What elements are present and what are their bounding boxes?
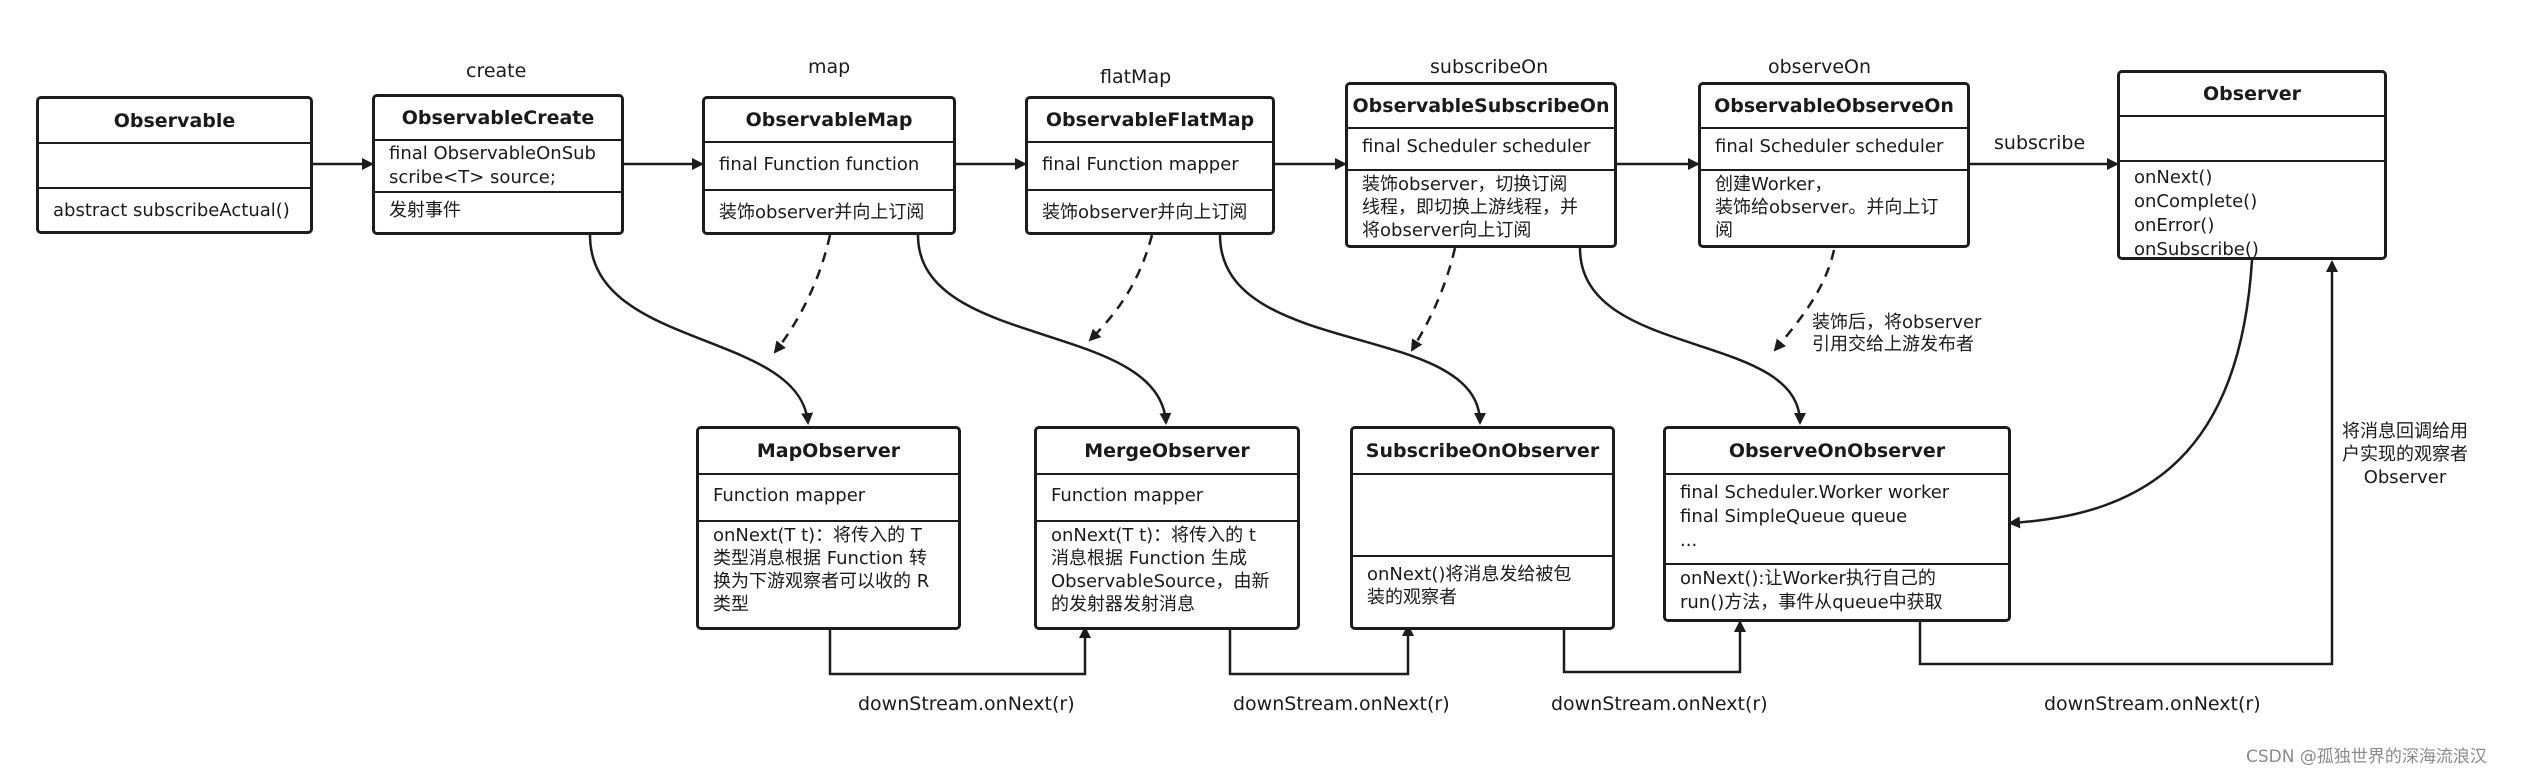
box-merge-observer: MergeObserver Function mapper onNext(T t… bbox=[1034, 426, 1300, 630]
curve-subscribeon-to-observeonobserver bbox=[1578, 247, 1806, 425]
box-observable-subscribeon: ObservableSubscribeOn final Scheduler sc… bbox=[1345, 82, 1617, 248]
box-methods: onNext() onComplete() onError() onSubscr… bbox=[2120, 160, 2384, 257]
box-title: SubscribeOnObserver bbox=[1353, 429, 1612, 475]
box-fields bbox=[2120, 117, 2384, 160]
box-observable-flatmap: ObservableFlatMap final Function mapper … bbox=[1025, 96, 1275, 235]
box-title: MapObserver bbox=[699, 429, 958, 475]
box-fields: final Function function bbox=[719, 154, 920, 175]
label-downstream-4: downStream.onNext(r) bbox=[2044, 693, 2261, 715]
box-observeon-observer: ObserveOnObserver final Scheduler.Worker… bbox=[1663, 426, 2011, 622]
box-title: ObservableFlatMap bbox=[1028, 99, 1272, 143]
box-title: MergeObserver bbox=[1037, 429, 1297, 475]
curve-observer-to-observeonobserver bbox=[2008, 259, 2254, 529]
curve-flatmap-to-subscribeonobserver bbox=[1218, 234, 1486, 425]
dashed-arrow-subscribeon-creates-observer bbox=[1410, 247, 1457, 352]
elbow-subscribeonobserver-to-observeonobserver bbox=[1562, 620, 1746, 674]
elbow-mergeobserver-to-subscribeonobserver bbox=[1228, 624, 1414, 676]
elbow-observeonobserver-to-observer bbox=[1918, 260, 2338, 666]
box-title: Observable bbox=[39, 99, 310, 144]
label-downstream-3: downStream.onNext(r) bbox=[1551, 693, 1768, 715]
box-methods: onNext()将消息发给被包 装的观察者 bbox=[1353, 555, 1612, 613]
box-fields: final Scheduler scheduler bbox=[1715, 136, 1944, 157]
label-observeon: observeOn bbox=[1768, 56, 1872, 78]
box-fields bbox=[1353, 475, 1612, 555]
box-fields: Function mapper bbox=[1051, 485, 1204, 506]
curve-map-to-mergeobserver bbox=[916, 234, 1172, 425]
box-title: ObservableObserveOn bbox=[1701, 85, 1967, 129]
box-title: ObservableCreate bbox=[375, 97, 621, 141]
dashed-arrow-flatmap-creates-mergeobserver bbox=[1088, 234, 1154, 342]
box-observable-observeon: ObservableObserveOn final Scheduler sche… bbox=[1698, 82, 1970, 248]
box-title: ObservableSubscribeOn bbox=[1348, 85, 1614, 129]
box-methods: 发射事件 bbox=[375, 191, 621, 227]
box-fields: final ObservableOnSub scribe<T> source; bbox=[389, 143, 596, 188]
dashed-arrow-map-creates-mapobserver bbox=[773, 234, 832, 354]
label-create: create bbox=[466, 60, 527, 82]
box-observable-create: ObservableCreate final ObservableOnSub s… bbox=[372, 94, 624, 235]
label-subscribeon: subscribeOn bbox=[1430, 56, 1549, 78]
box-methods: onNext(T t)：将传入的 t 消息根据 Function 生成 Obse… bbox=[1037, 520, 1297, 620]
box-fields: final Function mapper bbox=[1042, 154, 1239, 175]
box-subscribeon-observer: SubscribeOnObserver onNext()将消息发给被包 装的观察… bbox=[1350, 426, 1615, 630]
label-flatmap: flatMap bbox=[1100, 66, 1172, 88]
box-title: ObservableMap bbox=[705, 99, 953, 143]
label-map: map bbox=[808, 56, 851, 78]
box-fields: Function mapper bbox=[713, 485, 866, 506]
box-title: Observer bbox=[2120, 73, 2384, 117]
box-fields: final Scheduler.Worker worker final Simp… bbox=[1680, 482, 1950, 551]
box-fields: final Scheduler scheduler bbox=[1362, 136, 1591, 157]
box-observable-map: ObservableMap final Function function 装饰… bbox=[702, 96, 956, 235]
box-methods: onNext():让Worker执行自己的 run()方法，事件从queue中获… bbox=[1666, 563, 2008, 619]
curve-create-to-mapobserver bbox=[588, 234, 814, 425]
box-methods: 装饰observer，切换订阅 线程，即切换上游线程，并 将observer向上… bbox=[1348, 169, 1614, 245]
dashed-arrow-observeon-creates-observer bbox=[1773, 249, 1836, 352]
label-downstream-2: downStream.onNext(r) bbox=[1233, 693, 1450, 715]
box-methods: 装饰observer并向上订阅 bbox=[1028, 189, 1272, 229]
box-methods: onNext(T t)：将传入的 T 类型消息根据 Function 转 换为下… bbox=[699, 520, 958, 620]
box-observable: Observable abstract subscribeActual() bbox=[36, 96, 313, 234]
box-title: ObserveOnObserver bbox=[1666, 429, 2008, 475]
box-methods: 装饰observer并向上订阅 bbox=[705, 189, 953, 229]
label-downstream-1: downStream.onNext(r) bbox=[858, 693, 1075, 715]
box-observer: Observer onNext() onComplete() onError()… bbox=[2117, 70, 2387, 260]
box-fields bbox=[39, 144, 310, 187]
box-methods: abstract subscribeActual() bbox=[39, 187, 310, 227]
label-subscribe: subscribe bbox=[1994, 132, 2086, 154]
box-map-observer: MapObserver Function mapper onNext(T t)：… bbox=[696, 426, 961, 630]
watermark: CSDN @孤独世界的深海流浪汉 bbox=[2246, 747, 2487, 767]
elbow-mapobserver-to-mergeobserver bbox=[828, 626, 1091, 676]
annotation-decorate-after: 装饰后，将observer 引用交给上游发布者 bbox=[1812, 312, 1982, 355]
box-methods: 创建Worker， 装饰给observer。并向上订 阅 bbox=[1701, 169, 1967, 245]
annotation-callback-to-user: 将消息回调给用 户实现的观察者 Observer bbox=[2342, 421, 2468, 488]
